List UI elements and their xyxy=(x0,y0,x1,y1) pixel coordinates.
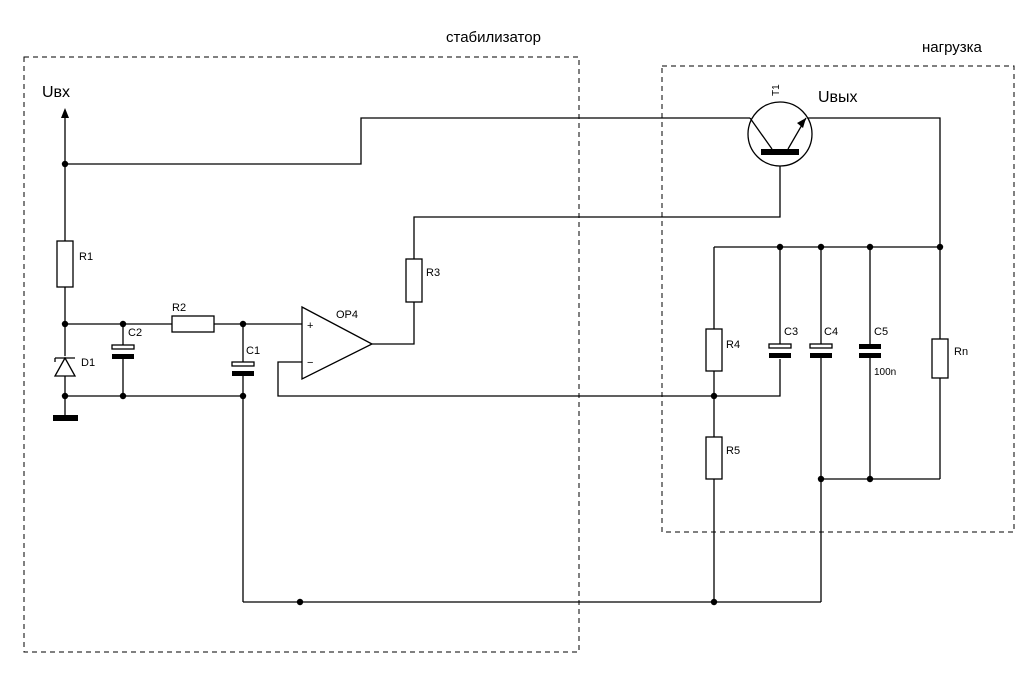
capacitor-c4 xyxy=(809,343,833,358)
r1-label: R1 xyxy=(79,251,93,263)
transistor-t1 xyxy=(747,101,813,167)
ground-symbol xyxy=(53,415,78,421)
output-voltage-label: Uвых xyxy=(818,89,858,106)
c5-label: C5 xyxy=(874,326,888,338)
resistor-r3 xyxy=(405,258,423,303)
op4-label: OP4 xyxy=(336,309,358,321)
c4-label: C4 xyxy=(824,326,838,338)
zener-diode-d1 xyxy=(53,356,77,377)
r4-label: R4 xyxy=(726,339,740,351)
t1-label: T1 xyxy=(771,84,782,96)
resistor-r4 xyxy=(705,328,723,372)
r3-label: R3 xyxy=(426,267,440,279)
load-block-title: нагрузка xyxy=(922,39,983,56)
stabilizer-block xyxy=(23,56,580,653)
rn-label: Rn xyxy=(954,346,968,358)
resistor-r5 xyxy=(705,436,723,480)
c2-label: C2 xyxy=(128,327,142,339)
stabilizer-block-title: стабилизатор xyxy=(446,29,541,46)
r5-label: R5 xyxy=(726,445,740,457)
wires xyxy=(61,108,941,603)
opamp-op4 xyxy=(301,305,374,381)
capacitor-c2 xyxy=(111,344,135,359)
capacitor-c1 xyxy=(231,361,255,376)
capacitor-c3 xyxy=(768,343,792,358)
c3-label: C3 xyxy=(784,326,798,338)
capacitor-c5 xyxy=(859,344,881,358)
load-block xyxy=(661,65,1015,533)
c5-value-label: 100n xyxy=(874,367,896,378)
opamp-minus-sign: − xyxy=(307,357,313,369)
resistor-r2 xyxy=(171,315,215,333)
r2-label: R2 xyxy=(172,302,186,314)
input-voltage-label: Uвх xyxy=(42,84,70,101)
resistor-rn xyxy=(931,338,949,379)
junction-dots xyxy=(61,160,944,606)
opamp-plus-sign: + xyxy=(307,320,313,332)
d1-label: D1 xyxy=(81,357,95,369)
c1-label: C1 xyxy=(246,345,260,357)
resistor-r1 xyxy=(56,240,74,288)
